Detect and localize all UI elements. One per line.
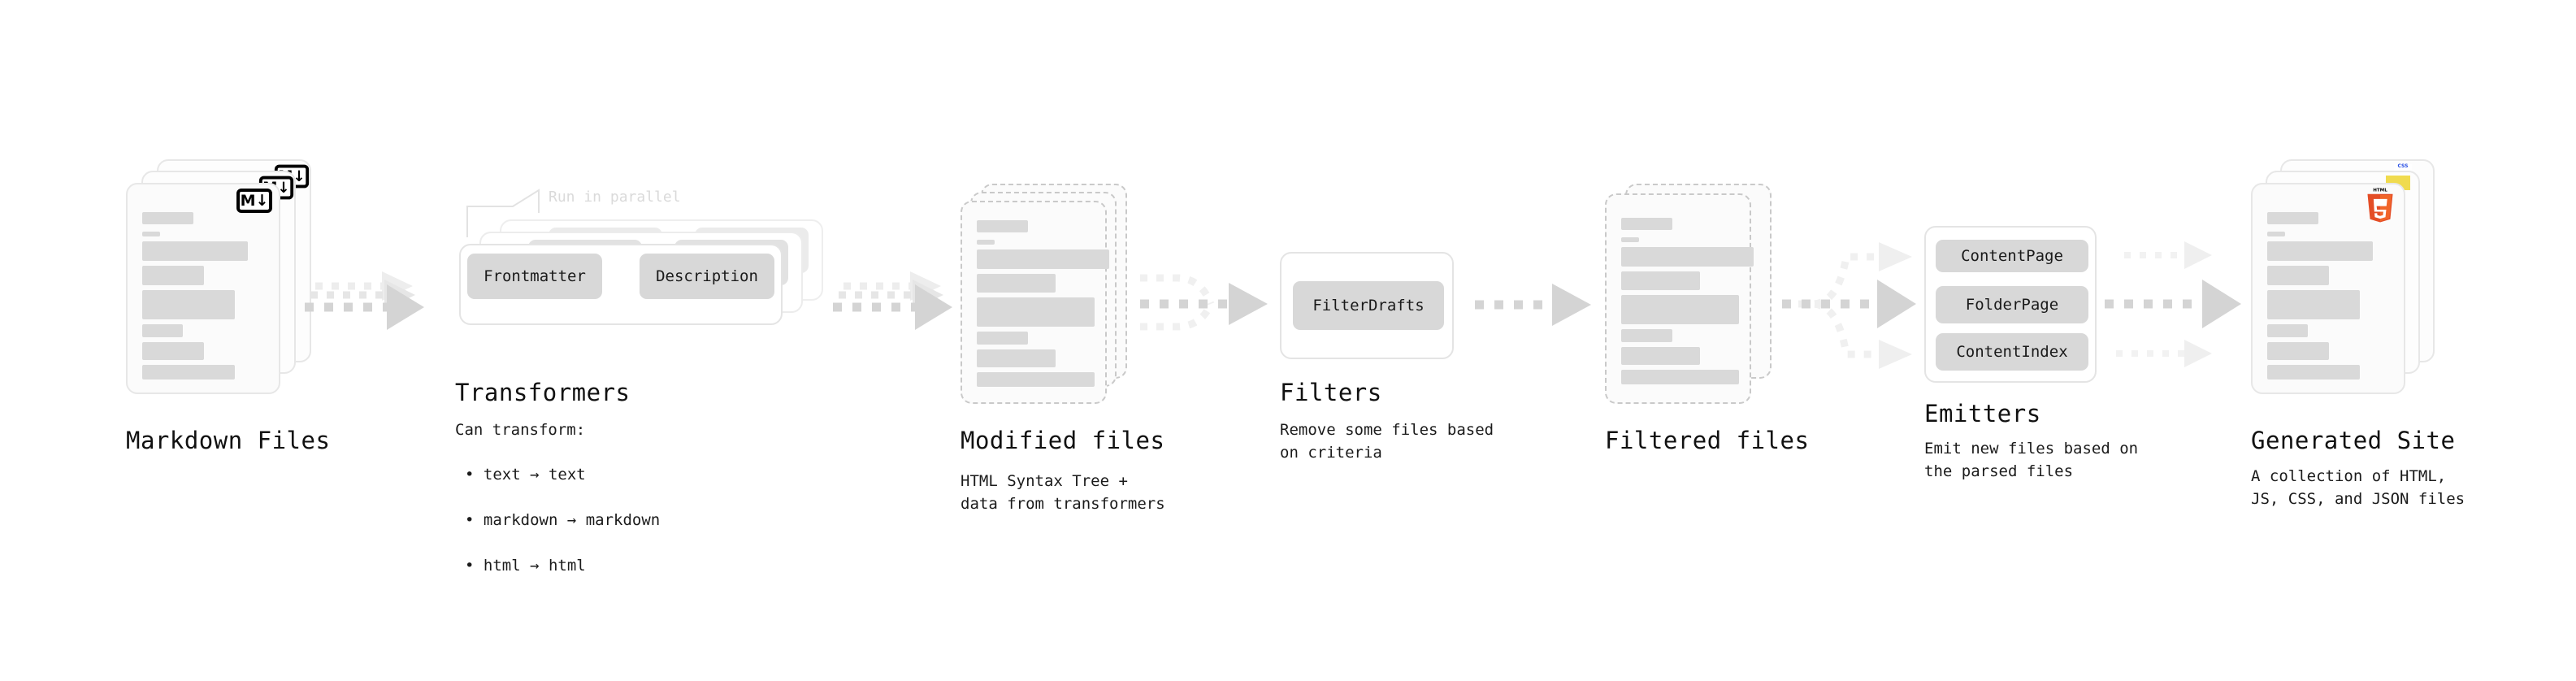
bullet-dot-0: •	[465, 466, 484, 484]
bullet-dot-2: •	[465, 557, 484, 575]
modified-files-title: Modified files	[961, 427, 1165, 454]
arrow-filtered-to-emitters	[1782, 242, 1916, 369]
filters-box: FilterDrafts	[1280, 252, 1454, 359]
emitters-desc: Emit new files based on the parsed files	[1924, 440, 2139, 480]
filtered-files-stack	[1605, 184, 1792, 444]
run-in-parallel-label: Run in parallel	[549, 189, 681, 206]
bullet-text-0: text → text	[483, 466, 586, 484]
emitter-pill-contentpage[interactable]: ContentPage	[1936, 240, 2088, 272]
emitter-pill-contentindex[interactable]: ContentIndex	[1936, 333, 2088, 371]
modified-file-card-front	[961, 201, 1109, 404]
transformers-bullets: • text → text • markdown → markdown • ht…	[465, 440, 660, 577]
transformers-bullet-2: • html → html	[465, 531, 660, 577]
markdown-files-stack: M↓ M↓ M↓	[126, 159, 313, 419]
modified-file-skeleton	[962, 202, 1109, 402]
arrow-filters-to-filtered	[1475, 284, 1591, 326]
transformers-bullet-0: • text → text	[465, 440, 660, 486]
transformer-pill-frontmatter[interactable]: Frontmatter	[467, 254, 602, 299]
emitters-box: ContentPage FolderPage ContentIndex	[1924, 226, 2097, 383]
bullet-text-1: markdown → markdown	[483, 511, 661, 529]
filters-title: Filters	[1280, 379, 1382, 406]
generated-file-skeleton	[2253, 184, 2404, 393]
generated-site-stack: CSS HTML	[2251, 159, 2454, 427]
emitters-title: Emitters	[1924, 400, 2041, 427]
css-badge-label: CSS	[2397, 163, 2409, 169]
markdown-file-skeleton	[128, 184, 279, 393]
filters-desc: Remove some files based on criteria	[1280, 421, 1494, 462]
filtered-file-skeleton	[1607, 195, 1754, 402]
generated-site-title: Generated Site	[2251, 427, 2456, 454]
transformers-group: Run in parallel Frontmatter Description …	[443, 189, 825, 358]
filtered-files-title: Filtered files	[1605, 427, 1810, 454]
arrow-emitters-to-site	[2105, 241, 2241, 367]
html5-badge: HTML	[2365, 187, 2396, 224]
bullet-dot-1: •	[465, 511, 484, 529]
transformer-pill-description[interactable]: Description	[640, 254, 774, 299]
generated-site-desc: A collection of HTML, JS, CSS, and JSON …	[2251, 467, 2465, 508]
arrow-modified-to-filters	[1140, 274, 1268, 331]
emitter-pill-folderpage[interactable]: FolderPage	[1936, 286, 2088, 323]
markdown-badge: M↓	[236, 189, 272, 213]
svg-text:HTML: HTML	[2373, 189, 2387, 193]
markdown-files-title: Markdown Files	[126, 427, 331, 454]
markdown-file-card-front	[126, 183, 280, 394]
transformers-title: Transformers	[455, 379, 631, 406]
modified-files-stack	[961, 184, 1147, 444]
transformers-desc: Can transform:	[455, 421, 586, 439]
modified-files-desc: HTML Syntax Tree + data from transformer…	[961, 472, 1165, 513]
bullet-text-2: html → html	[483, 557, 586, 575]
filtered-file-card-front	[1605, 193, 1754, 404]
filter-pill-filterdrafts[interactable]: FilterDrafts	[1293, 281, 1444, 330]
transformers-bullet-1: • markdown → markdown	[465, 486, 660, 531]
arrow-markdown-to-transformers	[305, 271, 424, 330]
